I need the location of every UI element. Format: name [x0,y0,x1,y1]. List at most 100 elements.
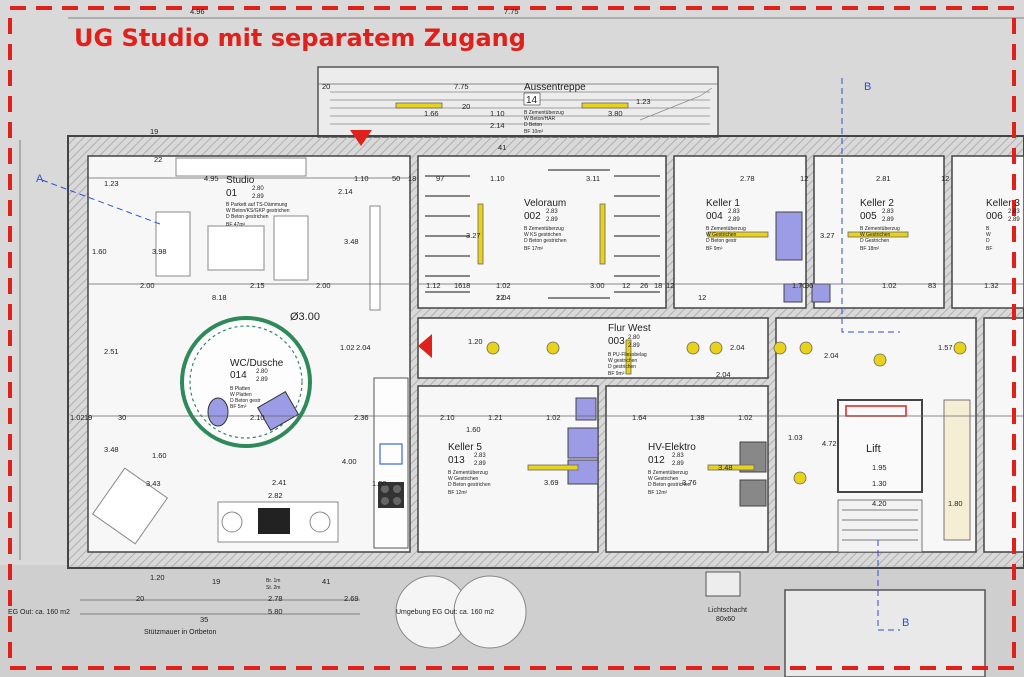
svg-text:WC/Dusche: WC/Dusche [230,358,284,369]
svg-text:Veloraum: Veloraum [524,198,566,209]
svg-text:HV-Elektro: HV-Elektro [648,442,696,453]
dimension-label: 19 [212,577,220,586]
svg-text:D Beton gestr: D Beton gestr [230,398,261,404]
dimension-label: 41 [498,143,506,152]
lichtschacht-label: Lichtschacht [708,607,747,614]
dimension-label: 12 [496,293,504,302]
svg-text:BF 9m²: BF 9m² [706,246,723,252]
dimension-label: 2.10 [440,413,455,422]
dimension-label: 4.96 [190,7,205,16]
dimension-label: 1.80 [948,499,963,508]
room-number: 01 [226,188,238,199]
svg-text:2.80: 2.80 [252,186,264,192]
svg-text:012: 012 [648,455,665,466]
svg-text:BF 18m²: BF 18m² [860,246,880,252]
dimension-label: 1.70 [792,281,807,290]
equipment-blocks [567,211,831,485]
svg-text:2.83: 2.83 [546,209,558,215]
svg-text:2.83: 2.83 [672,453,684,459]
svg-text:BF: BF [986,246,992,252]
dimension-label: 2.81 [876,174,891,183]
dimension-label: 1.30 [872,479,887,488]
wardrobe [369,205,381,311]
svg-text:2.83: 2.83 [1008,209,1020,215]
lichtschacht-size: 80x60 [716,616,735,623]
sill-br: Br. 1m [266,578,280,584]
svg-text:D Gestrichen: D Gestrichen [860,238,889,244]
dimension-label: 2.78 [740,174,755,183]
svg-text:Flur West: Flur West [608,323,651,334]
dimension-label: 12 [698,293,706,302]
svg-text:2.80: 2.80 [256,369,268,375]
room-label-keller3: Keller 3 006 2.83 2.89 B W D BF [986,198,1020,252]
dimension-label: 4.00 [342,457,357,466]
svg-text:B Parkett auf TS-Dämmung: B Parkett auf TS-Dämmung [226,202,288,208]
svg-text:B Platten: B Platten [230,386,251,392]
svg-text:2.89: 2.89 [672,461,684,467]
svg-text:W Beton/HAR: W Beton/HAR [524,116,556,122]
dimension-label: 2.51 [104,347,119,356]
svg-text:2.89: 2.89 [474,461,486,467]
dimension-label: 2.82 [268,491,283,500]
dimension-label: 1.64 [632,413,647,422]
dimension-label: 22 [154,155,162,164]
yellow-fixtures [395,102,967,485]
armchair-left [155,211,191,277]
svg-text:BF 12m²: BF 12m² [448,490,468,496]
dimension-label: 83 [928,281,936,290]
svg-text:D Beton gestrichen: D Beton gestrichen [648,482,691,488]
dimension-label: 7.75 [454,82,469,91]
svg-text:W Gestrichen: W Gestrichen [706,232,737,238]
dimension-label: 1.23 [104,179,119,188]
dimension-label: 2.10 [250,413,265,422]
dimension-label: 1.60 [92,247,107,256]
dimension-label: 1.20 [468,337,483,346]
studio-shelf [175,157,307,177]
dimension-label: 1.10 [354,174,369,183]
svg-text:BF 17m²: BF 17m² [524,246,544,252]
svg-text:B Zementüberzug: B Zementüberzug [524,226,564,232]
dimension-label: 4.72 [822,439,837,448]
svg-text:B Zementüberzug: B Zementüberzug [860,226,900,232]
svg-text:D: D [986,238,990,244]
dimension-label: 1.38 [690,413,705,422]
dimension-label: 3.11 [586,174,600,183]
svg-text:2.83: 2.83 [474,453,486,459]
svg-text:BF 9m²: BF 9m² [608,371,625,377]
svg-text:14: 14 [526,95,538,106]
svg-text:W Gestrichen: W Gestrichen [448,476,479,482]
dimension-label: 3.80 [608,109,623,118]
dimension-label: 1.23 [636,97,651,106]
svg-text:D gestrichen: D gestrichen [608,364,636,370]
svg-text:Keller 5: Keller 5 [448,442,482,453]
svg-text:2.89: 2.89 [628,343,640,349]
dimension-label: 1.10 [490,109,505,118]
dimension-label: 3.27 [820,231,835,240]
svg-text:W gestrichen: W gestrichen [608,358,637,364]
svg-text:2.89: 2.89 [728,217,740,223]
dimension-label: 20 [322,82,330,91]
dimension-label: 2.00 [316,281,331,290]
dimension-label: 3.27 [466,231,481,240]
dimension-label: 1.95 [872,463,887,472]
dimension-label: 3.98 [152,247,167,256]
bike-racks [425,169,660,299]
dimension-label: 2.36 [354,413,369,422]
cooktop [378,482,404,508]
dimension-label: 4.20 [872,499,887,508]
dimension-label: 20 [136,594,144,603]
dimension-label: 1.32 [984,281,999,290]
dimension-label: 1.02 [496,281,511,290]
room-label-hv: HV-Elektro 012 2.83 2.89 B Zementüberzug… [648,442,696,496]
toilet [207,397,229,427]
dimension-label: 1.10 [490,174,505,183]
dimension-label: 35 [200,615,208,624]
dimension-label: 18 [654,281,662,290]
dimension-label: 1.02 [340,343,355,352]
svg-text:W Platten: W Platten [230,392,252,398]
dimension-label: 3.48 [718,463,733,472]
dimension-label: 12 [622,281,630,290]
svg-text:2.83: 2.83 [728,209,740,215]
